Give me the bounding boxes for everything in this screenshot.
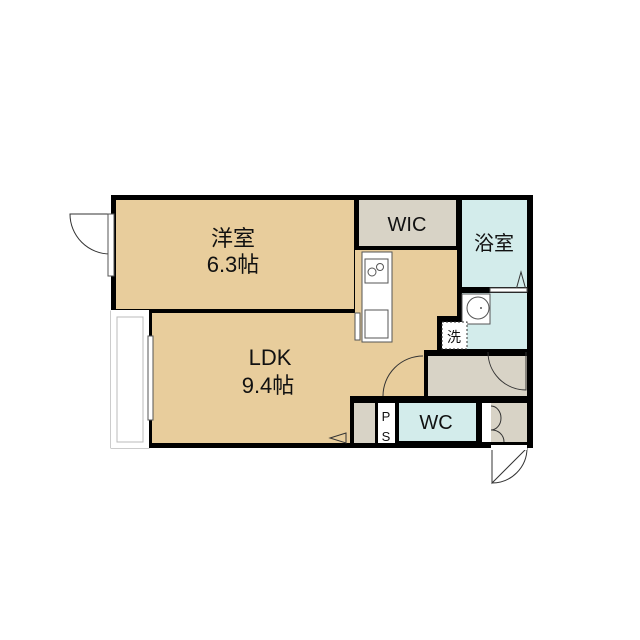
hallway-door: [487, 351, 527, 391]
entrance-door: [491, 447, 528, 485]
washer-label: 洗: [447, 329, 461, 345]
western-room-size: 6.3帖: [207, 252, 260, 277]
washer-space: [441, 321, 468, 350]
wc-label: WC: [419, 412, 452, 434]
wic: [359, 200, 456, 246]
closet: [354, 403, 375, 443]
bathroom-label: 浴室: [474, 232, 514, 255]
stove-burner-icon: [367, 267, 377, 277]
ldk-size: 9.4帖: [242, 373, 295, 398]
ps-label-s: S: [382, 429, 391, 444]
western-room: [116, 200, 354, 309]
ldk-door: [382, 355, 424, 397]
bathroom: [462, 200, 527, 287]
entrance: [491, 403, 527, 442]
hallway: [428, 356, 527, 396]
sink: [364, 309, 389, 339]
wic-label: WIC: [388, 214, 427, 236]
ldk-name: LDK: [249, 345, 292, 370]
western-room-name: 洋室: [211, 226, 255, 251]
pipe-space: [378, 403, 395, 443]
western-room-door: [69, 213, 111, 255]
ps-label-p: P: [382, 409, 391, 424]
wc-room: [399, 403, 476, 441]
